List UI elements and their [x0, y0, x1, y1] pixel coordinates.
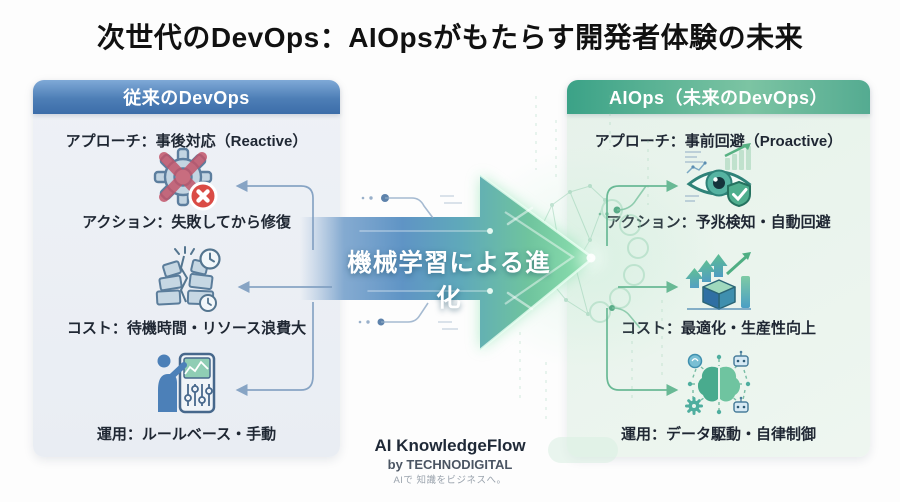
page-title: 次世代のDevOps：AIOpsがもたらす開発者体験の未来 — [96, 22, 804, 53]
brand-name: AI KnowledgeFlow — [374, 436, 526, 455]
decorative-green-blob — [548, 437, 618, 463]
brand-tagline: AIで 知識をビジネスへ。 — [393, 475, 507, 487]
footer-brand-block: AI KnowledgeFlow by TECHNODIGITAL AIで 知識… — [360, 436, 540, 487]
predictive-eye-shield-icon — [684, 143, 752, 208]
broken-blocks-delay-icon — [155, 246, 221, 312]
manual-operator-icon — [157, 352, 215, 414]
evolution-arrow-label: 機械学習による進化 — [347, 250, 551, 312]
brand-byline: by TECHNODIGITAL — [387, 456, 513, 472]
aiops-approach-label: アプローチ：事前回避（Proactive） — [594, 133, 843, 150]
traditional-cost-label: コスト：待機時間・リソース浪費大 — [66, 320, 307, 337]
optimized-growth-cube-icon — [685, 252, 751, 310]
aiops-header: AIOps（未来のDevOps） — [567, 80, 870, 114]
panel-traditional-devops: 従来のDevOps アプローチ：事後対応（Reactive） — [33, 80, 340, 457]
aiops-operation-label: 運用：データ駆動・自律制御 — [620, 426, 816, 443]
aiops-action-label: アクション：予兆検知・自動回避 — [606, 214, 831, 231]
traditional-approach-label: アプローチ：事後対応（Reactive） — [65, 133, 308, 150]
traditional-operation-label: 運用：ルールベース・手動 — [96, 426, 277, 443]
panel-aiops: AIOps（未来のDevOps） アプローチ：事前回避（Proactive） ア… — [567, 80, 870, 457]
traditional-devops-header: 従来のDevOps — [33, 80, 340, 114]
traditional-action-label: アクション：失敗してから修復 — [82, 214, 291, 231]
failed-gear-error-icon — [153, 147, 217, 211]
ai-brain-network-icon — [684, 350, 750, 415]
aiops-cost-label: コスト：最適化・生産性向上 — [620, 320, 816, 337]
